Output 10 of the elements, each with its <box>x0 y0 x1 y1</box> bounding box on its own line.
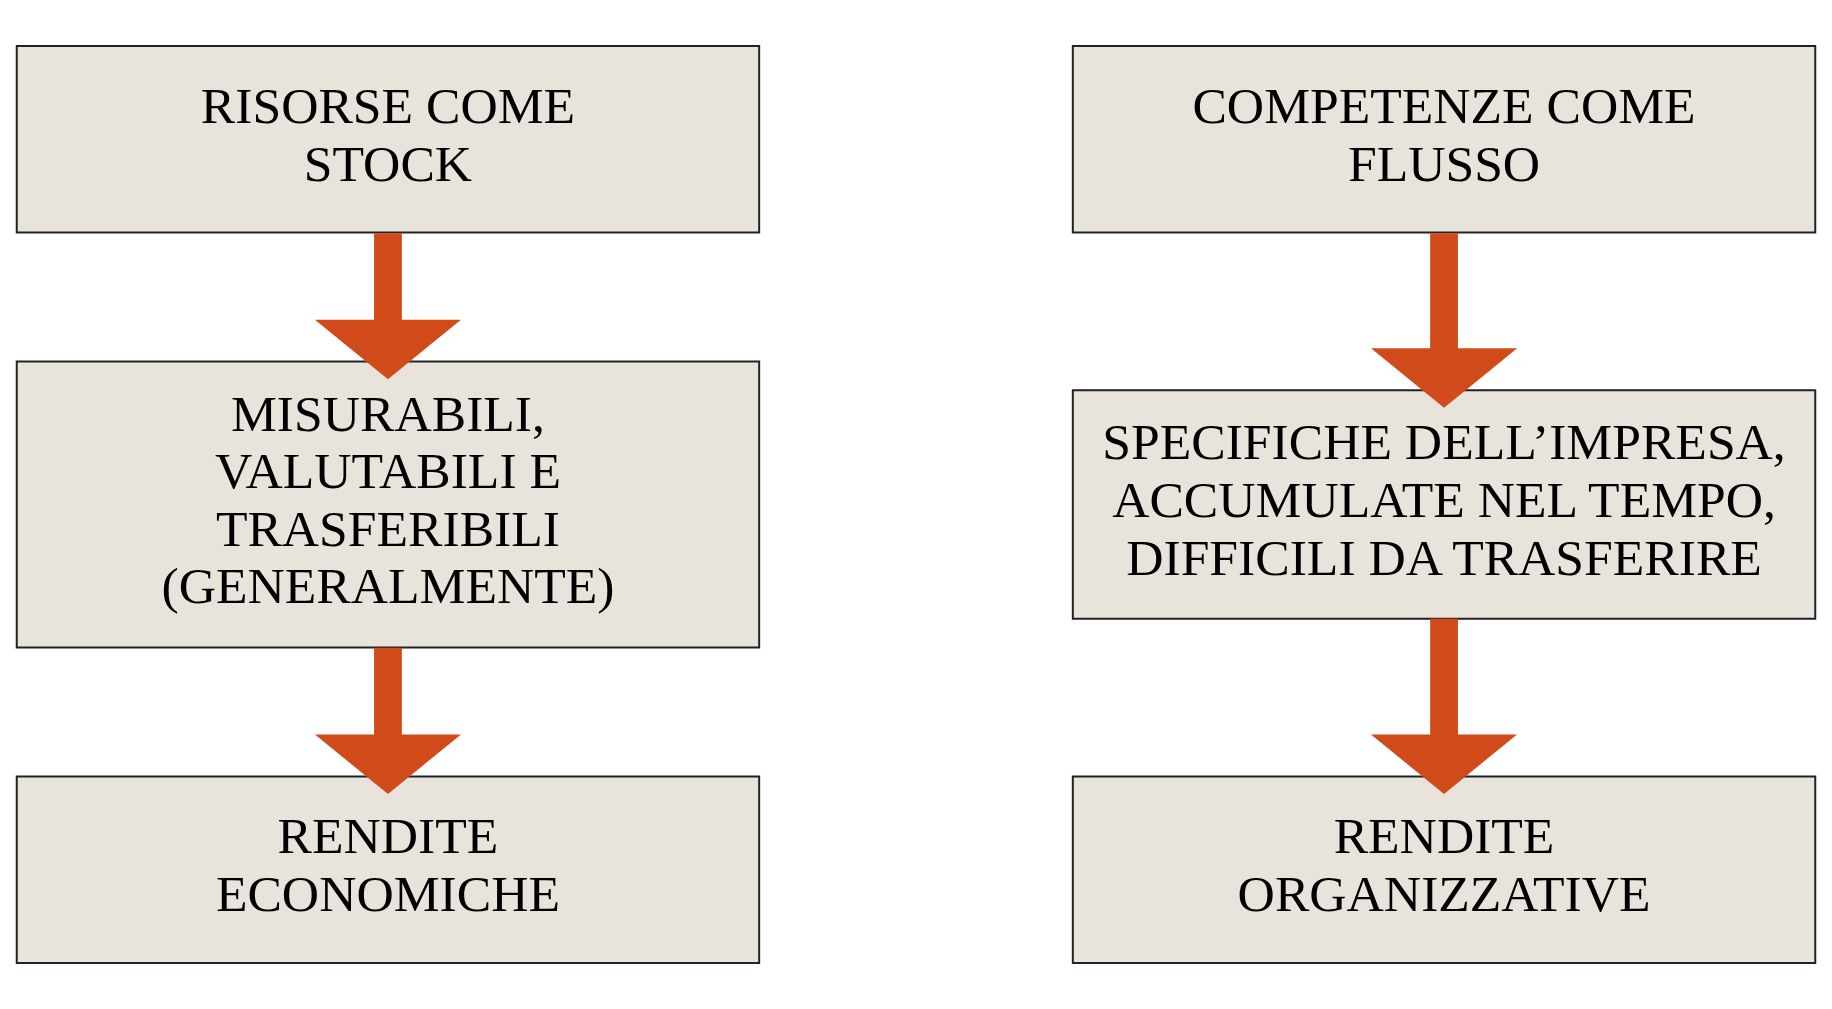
node-box: COMPETENZE COME FLUSSO <box>1071 44 1817 234</box>
arrow <box>314 647 461 795</box>
arrow <box>1371 618 1518 795</box>
arrow <box>314 233 461 380</box>
node-box: RISORSE COME STOCK <box>15 44 761 234</box>
arrow <box>1371 233 1518 408</box>
node-box: RENDITE ECONOMICHE <box>15 775 761 965</box>
node-box: SPECIFICHE DELL’IMPRESA, ACCUMULATE NEL TEMPO, DIFFICILI DA TRASFERIRE <box>1071 389 1817 620</box>
node-box: RENDITE ORGANIZZATIVE <box>1071 775 1817 965</box>
node-box: MISURABILI, VALUTABILI E TRASFERIBILI (GENERALMENTE) <box>15 360 761 649</box>
